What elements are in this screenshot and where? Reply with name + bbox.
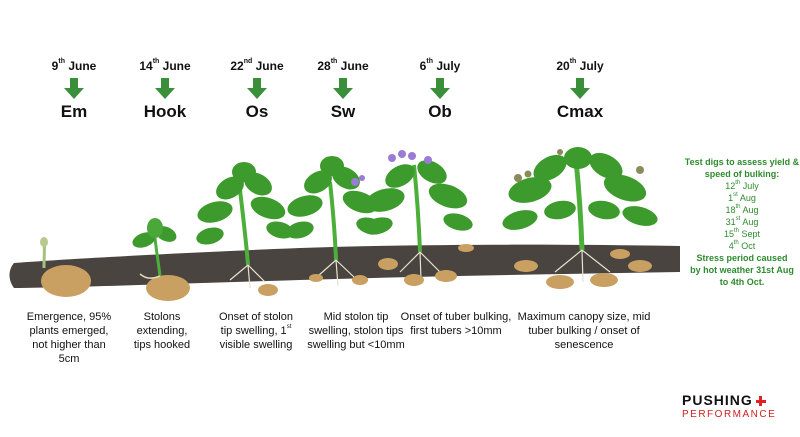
roots [399,251,441,281]
stage-date: 6th July [419,58,461,73]
tuber [404,274,424,286]
soil-band [9,244,680,288]
stage-description-ob: Onset of tuber bulking, first tubers >10… [400,311,512,337]
plant-os [196,162,294,296]
tuber [610,249,630,259]
stage-description-cmax: Maximum canopy size, mid tuber bulking /… [517,311,651,351]
tuber [458,244,474,252]
stage-sw: 28th June Sw [308,58,378,122]
tuber [41,265,91,297]
plus-icon [755,396,766,407]
potato-growth-illustration [9,147,680,301]
plant-em [40,237,91,297]
dig-date: 12th July [725,180,759,191]
stage-ob: 6th July Ob [405,58,475,122]
down-arrow-icon [64,78,84,99]
roots [317,259,356,287]
stage-description-os: Onset of stolon tip swelling, 1st visibl… [219,311,293,351]
down-arrow-icon [247,78,267,99]
stage-os: 22nd June Os [222,58,292,122]
stage-description-hook: Stolons extending, tips hooked [133,311,191,351]
stage-em: 9th June Em [42,58,106,122]
plant-hook [132,218,190,301]
tuber [146,275,190,301]
logo-line-1: PUSHING [682,392,753,408]
tuber [435,270,457,282]
flowers [351,150,432,186]
stem [153,237,162,277]
logo-line-2: PERFORMANCE [682,409,777,420]
dig-date: 18th Aug [725,204,759,215]
tuber [514,260,538,272]
leaf [147,218,163,238]
stem [238,189,250,266]
stage-code: Sw [330,102,356,121]
stage-date: 9th June [51,58,97,73]
tuber [258,284,278,296]
stage-date: 14th June [139,58,191,73]
down-arrow-icon [570,78,590,99]
stage-code: Ob [428,102,452,121]
stage-date: 28th June [317,58,369,73]
test-digs-panel: Test digs to assess yield & speed of bul… [684,156,800,288]
leaf [132,232,156,248]
stage-description-sw: Mid stolon tip swelling, stolon tips swe… [307,311,405,351]
down-arrow-icon [155,78,175,99]
stem [328,181,338,261]
stage-date: 20th July [556,58,604,73]
berries [514,149,644,182]
tuber [590,273,618,287]
roots [554,249,611,283]
dig-date: 4th Oct [728,240,756,251]
stage-code: Em [60,102,88,121]
dig-date: 31st Aug [725,216,759,227]
tuber [378,258,398,270]
stage-description-em: Emergence, 95% plants emerged, not highe… [26,311,112,365]
stress-note: Stress period caused by hot weather 31st… [690,253,794,287]
plant-cmax [502,147,658,289]
dig-date: 15th Sept [723,228,761,239]
stem [573,159,585,251]
tuber [546,275,574,289]
stem [412,164,422,253]
tuber [309,274,323,282]
stage-code: Cmax [556,102,604,121]
sprout-tip [40,237,48,247]
down-arrow-icon [430,78,450,99]
pushing-performance-logo: PUSHING PERFORMANCE [682,392,792,420]
test-digs-heading: Test digs to assess yield & speed of bul… [684,157,800,179]
stage-cmax: 20th July Cmax [540,58,620,122]
stage-hook: 14th June Hook [130,58,200,122]
stolon [139,273,161,279]
dig-date: 1st Aug [728,192,756,203]
tuber [352,275,368,285]
down-arrow-icon [333,78,353,99]
stage-code: Hook [143,102,187,121]
stage-code: Os [245,102,269,121]
tuber [628,260,652,272]
roots [229,264,266,289]
stage-date: 22nd June [230,58,284,73]
plant-ob [351,150,474,286]
